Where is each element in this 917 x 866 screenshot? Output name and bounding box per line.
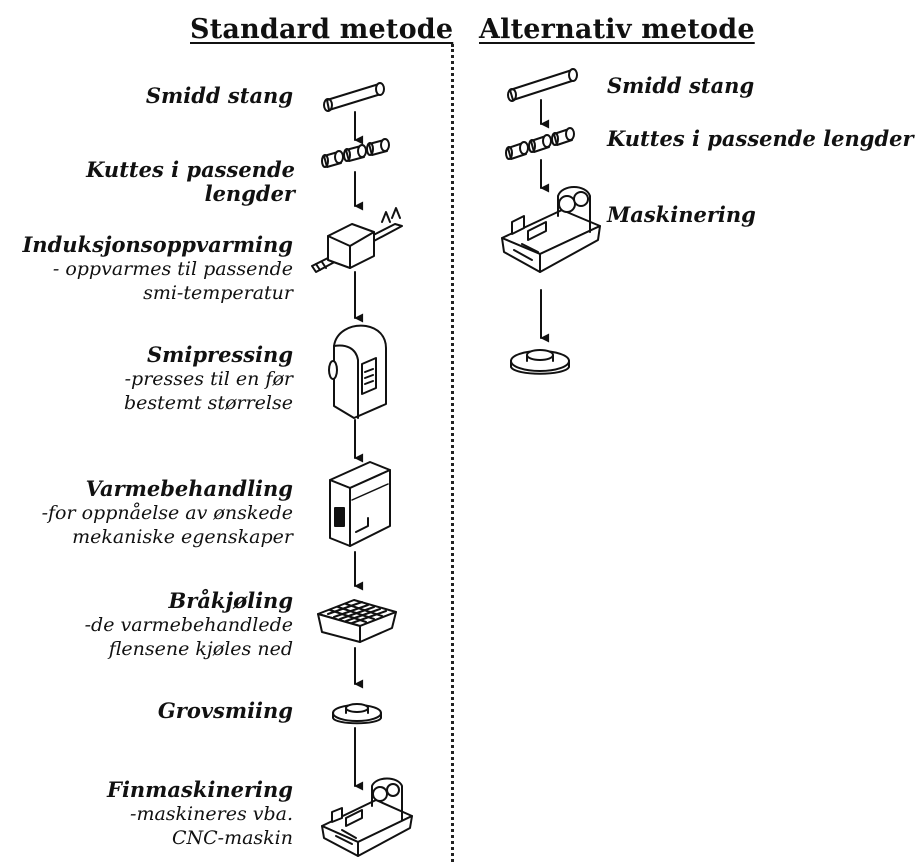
flange-icon [332,703,382,725]
forging-press-icon [328,324,387,419]
step-title: Kuttes i passende lengder [86,157,295,206]
step-desc-line: -for oppnåelse av ønskede [41,502,293,524]
step-desc-line: smi-temperatur [143,282,293,304]
quench-tank-icon [317,599,397,643]
step-title: Smidd stang [145,83,293,108]
alternative-step-bar: Smidd stang [607,74,754,98]
cnc-machine-icon [321,777,413,857]
step-desc-line: -presses til en før [124,368,293,390]
standard-step-heat-treatment: Varmebehandling -for oppnåelse av ønsked… [42,477,293,549]
cut-pieces-icon [321,138,390,168]
step-title: Smidd stang [607,73,755,98]
bar-icon [323,82,385,112]
standard-method-header: Standard metode [190,14,454,45]
induction-heater-icon [311,207,403,273]
standard-step-rough-forge: Grovsmiing [158,699,293,723]
bar-icon [507,68,578,102]
step-desc-line: mekaniske egenskaper [72,526,293,548]
column-divider [451,44,454,862]
step-desc-line: - oppvarmes til passende [52,258,293,280]
flange-icon [510,349,570,375]
step-title: Bråkjøling [168,588,293,613]
standard-step-cut: Kuttes i passende lengder [0,158,295,206]
step-desc-line: bestemt størrelse [123,392,293,414]
standard-step-induction: Induksjonsoppvarming - oppvarmes til pas… [22,233,293,305]
alternative-method-header: Alternativ metode [479,14,755,45]
standard-step-finish-machining: Finmaskinering -maskineres vba. CNC-mask… [107,778,293,850]
heat-treatment-oven-icon [329,461,391,547]
standard-step-quench: Bråkjøling -de varmebehandlede flensene … [85,589,293,661]
step-title: Kuttes i passende lengder [607,126,914,151]
step-desc-line: -maskineres vba. [130,803,293,825]
step-title: Induksjonsoppvarming [22,232,293,257]
step-desc-line: flensene kjøles ned [108,638,293,660]
step-title: Varmebehandling [85,476,293,501]
cnc-machine-icon [501,186,601,273]
alternative-step-machining: Maskinering [607,203,756,227]
step-title: Maskinering [607,202,756,227]
step-desc-line: -de varmebehandlede [84,614,293,636]
standard-step-bar: Smidd stang [146,84,293,108]
standard-step-press: Smipressing -presses til en før bestemt … [124,343,293,415]
step-title: Grovsmiing [157,698,293,723]
cut-pieces-icon [505,127,575,160]
step-title: Smipressing [146,342,293,367]
step-title: Finmaskinering [107,777,293,802]
alternative-step-cut: Kuttes i passende lengder [607,127,914,151]
step-desc-line: CNC-maskin [171,827,293,849]
